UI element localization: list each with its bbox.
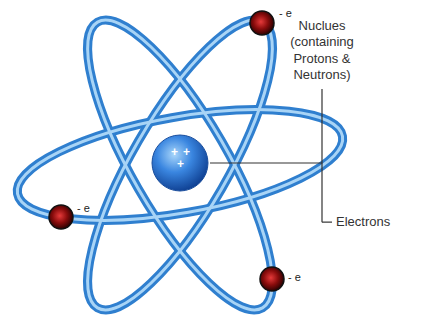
leader-line [321,89,322,222]
plus-sign: + [183,146,190,158]
electron [250,11,274,35]
plus-sign: + [171,146,178,158]
leader-lines [210,89,332,222]
electron [49,205,73,229]
leader-line [210,162,322,163]
callout-label: Nuclues (containing Protons & Neutrons) [274,18,370,83]
callout-label: Electrons [336,214,390,230]
orbit [9,89,351,241]
electron [260,267,284,291]
nucleus [152,135,208,191]
leader-line [322,222,332,223]
electron-charge: - e [288,272,301,283]
electrons [49,11,284,291]
electron-charge: - e [77,203,90,214]
orbit-highlight [9,89,351,241]
electron-charge: - e [279,8,292,19]
plus-sign: + [177,158,184,170]
